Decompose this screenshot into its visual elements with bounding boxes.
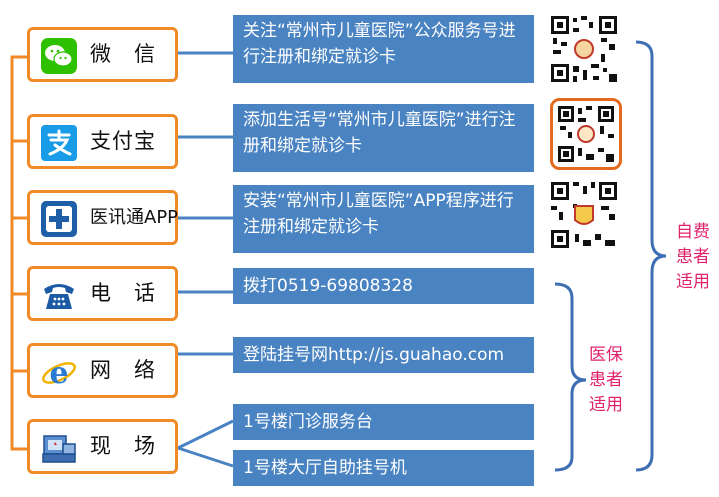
internet-explorer-icon: e <box>42 356 76 390</box>
hospital-counter-icon <box>42 435 76 463</box>
step-internet: 登陆挂号网http://js.guahao.com <box>233 337 534 373</box>
channel-label: 电 话 <box>90 281 156 305</box>
app-qr-code <box>549 180 619 250</box>
step-app: 安装“常州市儿童医院”APP程序进行注册和绑定就诊卡 <box>233 185 534 253</box>
channel-wechat: 微 信 <box>27 27 178 82</box>
step-self-service-kiosk: 1号楼大厅自助挂号机 <box>233 450 534 486</box>
step-alipay: 添加生活号“常州市儿童医院”进行注册和绑定就诊卡 <box>233 104 534 172</box>
alipay-icon <box>41 125 77 161</box>
yixuntong-app-icon <box>41 201 77 237</box>
alipay-qr-code <box>550 98 622 170</box>
channel-app: 医讯通APP <box>27 190 178 245</box>
channel-alipay: 支付宝 <box>27 114 178 169</box>
channel-label: 医讯通APP <box>90 207 179 228</box>
wechat-icon <box>41 38 77 74</box>
channel-label: 支付宝 <box>90 129 156 153</box>
channel-label: 现 场 <box>90 434 156 458</box>
svg-text:e: e <box>49 356 68 390</box>
wechat-qr-code <box>549 14 619 84</box>
telephone-icon <box>44 284 74 309</box>
step-service-desk: 1号楼门诊服务台 <box>233 404 534 440</box>
self-pay-label: 自费患者适用 <box>676 222 710 292</box>
insured-label: 医保患者适用 <box>589 345 623 415</box>
channel-label: 网 络 <box>90 358 156 382</box>
step-wechat: 关注“常州市儿童医院”公众服务号进行注册和绑定就诊卡 <box>233 15 534 83</box>
channel-label: 微 信 <box>90 42 156 66</box>
channel-internet: e 网 络 <box>27 343 178 398</box>
step-phone: 拨打0519-69808328 <box>233 268 534 304</box>
channel-phone: 电 话 <box>27 266 178 321</box>
channel-onsite: 现 场 <box>27 419 178 474</box>
